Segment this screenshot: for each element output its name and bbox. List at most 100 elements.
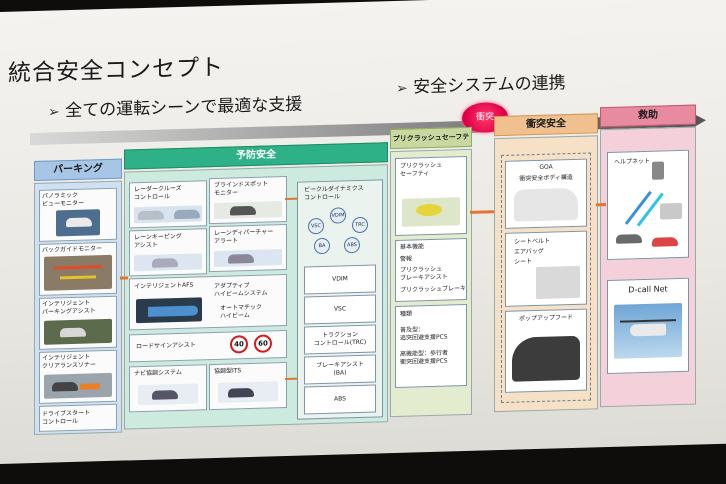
collision-panel: GOA 衝突安全ボディ構造 シートベルトエアバッグシート ポップアップフード xyxy=(494,135,598,413)
sonar-wave xyxy=(80,383,100,390)
ba-ring-icon: BA xyxy=(314,237,330,255)
slide: 統合安全コンセプト ➢ 全ての運転シーンで最適な支援 ➢ 安全システムの連携 衝… xyxy=(0,0,726,465)
item-label: オートマチックハイビーム xyxy=(220,303,263,320)
parking-item: ドライブスタートコントロール xyxy=(39,403,117,432)
item-label: ヘルプネット xyxy=(614,157,651,166)
preventive-item-lane-keeping: レーンキーピングアシスト xyxy=(129,228,207,277)
subtitle-left-text: 全ての運転シーンで最適な支援 xyxy=(65,94,303,122)
parking-panel: パノラミックビューモニター バックガイドモニター インテリジェントパーキングアシ… xyxy=(34,180,122,436)
item-label: インテリジェントパーキングアシスト xyxy=(42,299,96,316)
item-label: インテリジェントAFS xyxy=(134,281,194,291)
phase-header-precrash: プリクラッシュセーフティ xyxy=(390,126,472,160)
call-center-icon xyxy=(660,202,682,220)
item-label: プリクラッシュセーフティ xyxy=(400,161,443,178)
parking-item: インテリジェントクリアランスソナー xyxy=(39,349,117,404)
car-icon xyxy=(174,209,200,220)
rescue-panel: ヘルプネット D-call Net xyxy=(600,126,696,408)
back-guide-image xyxy=(44,254,112,291)
item-label: ABS xyxy=(334,395,346,403)
bullet-arrow-icon: ➢ xyxy=(48,104,60,121)
vdc-item: ブレーキアシスト(BA) xyxy=(304,354,376,385)
preventive-item-radar-cruise: レーダークルーズコントロール xyxy=(129,180,207,229)
car-icon xyxy=(152,258,178,268)
subtitle-right-text: 安全システムの連携 xyxy=(413,73,566,98)
item-label: 基本機能 xyxy=(400,243,425,251)
seat-image xyxy=(536,265,580,300)
item-label: パノラミックビューモニター xyxy=(42,191,85,208)
car-icon xyxy=(66,217,92,228)
subtitle-left: ➢ 全ての運転シーンで最適な支援 xyxy=(48,90,302,122)
vdim-ring-icon: VDIM xyxy=(330,207,346,224)
body-structure-image xyxy=(514,187,578,222)
slide-title: 統合安全コンセプト xyxy=(8,54,224,87)
phase-header-collision: 衝突安全 xyxy=(494,113,598,137)
item-label: 普及型：追突回避支援PCS xyxy=(400,326,448,342)
speed-sign-40: 40 xyxy=(230,335,248,354)
item-label: ドライブスタートコントロール xyxy=(42,409,91,426)
item-label: プリクラッシュブレーキアシスト xyxy=(400,265,448,282)
phase-header-rescue: 救助 xyxy=(600,104,696,128)
signal-arrow-icon xyxy=(624,190,652,225)
vdc-item: トラクションコントロール(TRC) xyxy=(304,324,376,355)
connector-line xyxy=(596,203,606,207)
headlight-beam xyxy=(148,305,198,317)
item-label: インテリジェントクリアランスソナー xyxy=(42,353,96,370)
item-label: 協調型ITS xyxy=(214,367,242,376)
dcall-box: D-call Net xyxy=(607,277,689,375)
speed-sign-60: 60 xyxy=(254,334,272,353)
connector-line xyxy=(470,210,494,214)
item-label: ロードサインアシスト xyxy=(136,341,196,351)
helpnet-box: ヘルプネット xyxy=(607,149,689,261)
preventive-item-navi: ナビ協調システム xyxy=(129,364,207,413)
item-label: ナビ協調システム xyxy=(134,368,182,378)
vdc-title: ビークルダイナミクスコントロール xyxy=(304,184,364,202)
item-label: ブラインドスポットモニター xyxy=(214,180,269,198)
preventive-item-lane-departure: レーンディパーチャーアラート xyxy=(209,223,287,273)
popup-hood-box: ポップアップフード xyxy=(505,308,587,393)
item-label: 衝突安全ボディ構造 xyxy=(519,174,573,183)
item-label: 種類 xyxy=(400,310,413,318)
item-label: ポップアップフード xyxy=(518,313,573,323)
preventive-item-its: 協調型ITS xyxy=(209,361,287,411)
restraints-box: シートベルトエアバッグシート xyxy=(505,230,587,307)
vdc-item: VDIM xyxy=(304,264,376,295)
vehicle-dynamics-panel: ビークルダイナミクスコントロール VSC VDIM TRC BA ABS VDI… xyxy=(297,179,383,420)
item-label: アダプティブハイビームシステム xyxy=(214,282,268,299)
phase-header-parking: パーキング xyxy=(34,158,122,182)
trc-ring-icon: TRC xyxy=(352,216,368,234)
helicopter-icon xyxy=(630,323,666,337)
vdc-item: VSC xyxy=(304,294,376,325)
item-label: シートベルトエアバッグシート xyxy=(514,237,551,266)
car-icon xyxy=(230,205,256,216)
car-icon xyxy=(228,387,254,398)
item-label: トラクションコントロール(TRC) xyxy=(313,331,367,348)
vsc-ring-icon: VSC xyxy=(308,217,324,235)
item-label: VDIM xyxy=(332,275,348,283)
pcs-box: プリクラッシュセーフティ xyxy=(395,155,467,236)
preventive-panel: レーダークルーズコントロール ブラインドスポットモニター レーンキーピングアシス… xyxy=(124,164,388,430)
bullet-arrow-icon: ➢ xyxy=(396,80,408,97)
hood-car-image xyxy=(512,335,580,382)
item-label: レーダークルーズコントロール xyxy=(134,184,182,202)
parking-item: インテリジェントパーキングアシスト xyxy=(39,295,117,350)
abs-ring-icon: ABS xyxy=(344,236,360,254)
car-icon xyxy=(52,381,78,392)
preventive-item-lighting: インテリジェントAFS アダプティブハイビームシステム オートマチックハイビーム xyxy=(129,273,287,331)
item-label: バックガイドモニター xyxy=(42,245,103,254)
precrash-panel: プリクラッシュセーフティ 基本機能 警報 プリクラッシュブレーキアシスト プリク… xyxy=(390,148,472,418)
item-label: プリクラッシュブレーキ xyxy=(400,284,467,294)
car-icon xyxy=(60,327,86,338)
item-label: D-call Net xyxy=(628,284,668,295)
item-label: 高機能型：歩行者衝突回避支援PCS xyxy=(400,349,449,366)
parking-item: パノラミックビューモニター xyxy=(39,187,117,242)
item-label: レーンキーピングアシスト xyxy=(134,232,182,250)
car-icon xyxy=(616,234,642,244)
car-icon xyxy=(152,390,178,400)
item-label: ブレーキアシスト(BA) xyxy=(316,360,364,377)
item-label: 警報 xyxy=(400,255,413,263)
preventive-item-road-sign: ロードサインアシスト 40 60 xyxy=(129,329,287,363)
item-label: VSC xyxy=(333,305,347,313)
pcs-types-box: 種類 普及型：追突回避支援PCS 高機能型：歩行者衝突回避支援PCS xyxy=(395,303,467,388)
ambulance-icon xyxy=(652,237,678,247)
car-icon xyxy=(228,253,254,264)
